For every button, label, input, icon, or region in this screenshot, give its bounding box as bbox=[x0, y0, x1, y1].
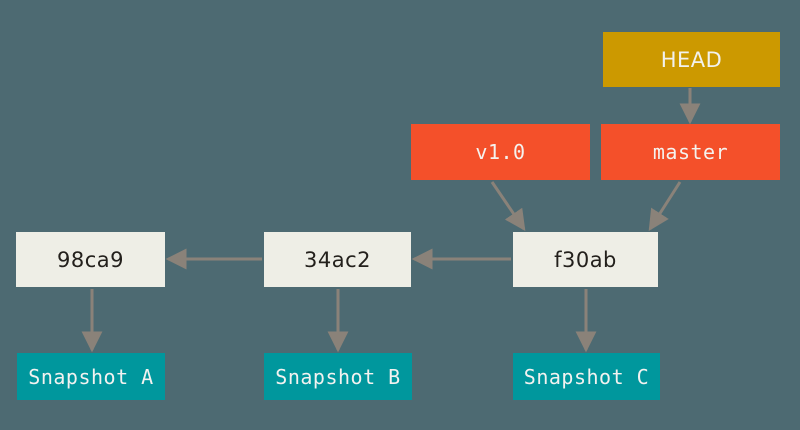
edge-master-to-f30ab bbox=[648, 181, 682, 232]
node-snapshot-a-label: Snapshot A bbox=[28, 364, 154, 389]
node-snapshot-a[interactable]: Snapshot A bbox=[17, 353, 165, 400]
node-commit-f30ab-label: f30ab bbox=[554, 247, 617, 272]
node-commit-98ca9-label: 98ca9 bbox=[57, 247, 124, 272]
node-commit-98ca9[interactable]: 98ca9 bbox=[16, 232, 165, 287]
node-snapshot-c-label: Snapshot C bbox=[523, 364, 650, 389]
node-snapshot-b[interactable]: Snapshot B bbox=[264, 353, 412, 400]
edge-v1.0-to-f30ab bbox=[490, 181, 526, 231]
node-branch-master-label: master bbox=[652, 140, 729, 164]
node-commit-34ac2[interactable]: 34ac2 bbox=[264, 232, 411, 287]
node-tag-v1-0-label: v1.0 bbox=[475, 140, 526, 164]
node-head-label: HEAD bbox=[660, 47, 723, 72]
node-snapshot-b-label: Snapshot B bbox=[275, 364, 401, 389]
node-commit-f30ab[interactable]: f30ab bbox=[513, 232, 658, 287]
node-branch-master[interactable]: master bbox=[601, 124, 780, 180]
node-head[interactable]: HEAD bbox=[603, 32, 780, 87]
node-snapshot-c[interactable]: Snapshot C bbox=[513, 353, 660, 400]
node-tag-v1-0[interactable]: v1.0 bbox=[411, 124, 590, 180]
node-commit-34ac2-label: 34ac2 bbox=[304, 247, 371, 272]
